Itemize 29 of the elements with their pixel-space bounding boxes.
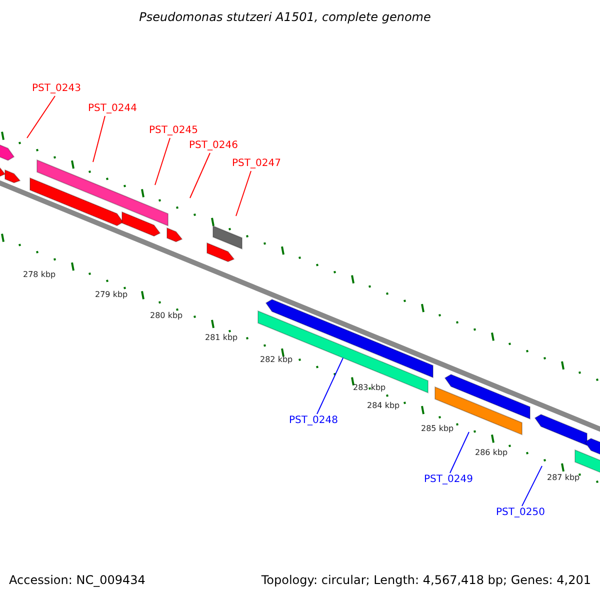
gene-label: PST_0249 — [424, 474, 473, 486]
position-label: 280 kbp — [150, 310, 183, 322]
leader-line — [522, 466, 542, 506]
gene-label: PST_0243 — [32, 83, 81, 95]
gene-label: PST_0245 — [149, 125, 198, 137]
position-label: 287 kbp — [547, 472, 580, 484]
position-label: 284 kbp — [367, 400, 400, 412]
genome-info-text: Topology: circular; Length: 4,567,418 bp; Genes: 4,201 — [261, 574, 591, 586]
leader-line — [236, 170, 252, 216]
gene-label: PST_0246 — [189, 140, 238, 152]
leader-line — [26, 96, 56, 138]
gene-label: PST_0248 — [289, 415, 338, 427]
title: Pseudomonas stutzeri A1501, complete genome — [138, 11, 432, 23]
position-label: 286 kbp — [475, 447, 508, 459]
position-label: 283 kbp — [353, 382, 386, 394]
position-label: 285 kbp — [421, 423, 454, 435]
leader-line — [190, 152, 210, 198]
leader-line — [92, 116, 106, 162]
leader-line — [450, 432, 470, 474]
gene-label: PST_0244 — [88, 103, 137, 115]
gene-label: PST_0247 — [232, 158, 281, 170]
position-label: 278 kbp — [23, 269, 56, 281]
position-label: 282 kbp — [260, 354, 293, 366]
leader-line — [316, 358, 344, 414]
position-label: 279 kbp — [95, 289, 128, 301]
leader-line — [154, 138, 170, 186]
position-label: 281 kbp — [205, 332, 238, 344]
accession-text: Accession: NC_009434 — [9, 574, 146, 586]
gene-label: PST_0250 — [496, 507, 545, 519]
